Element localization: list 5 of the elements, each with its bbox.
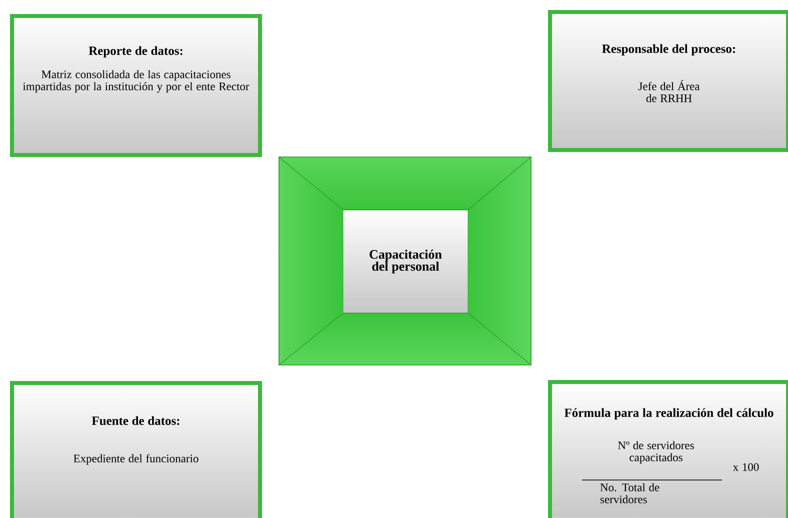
text-box: Reporte de datos: Matriz consolidada de las capacitaciones impartidas por la institución y por el ente Rector (10, 14, 262, 157)
text-box: Fórmula para la realización del cálculo Nº de servidores capacitados x 100 No. Total de servidores (548, 380, 788, 518)
text-box: Responsable del proceso: Jefe del Área de RRHH (548, 10, 788, 152)
bevel-frame: Capacitación del personal (278, 156, 532, 366)
text-box: Fuente de datos: Expediente del funcionario (10, 381, 262, 518)
